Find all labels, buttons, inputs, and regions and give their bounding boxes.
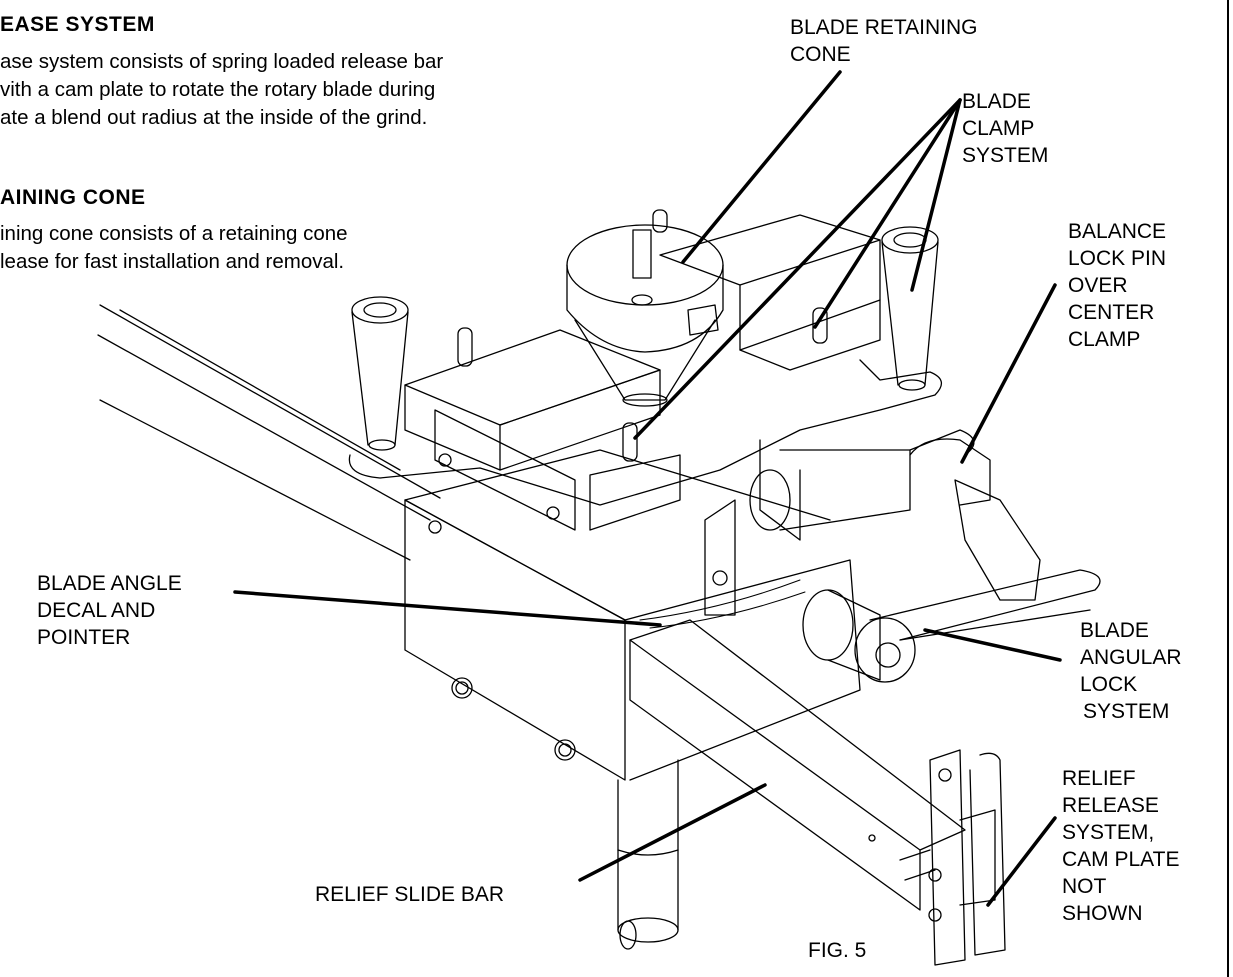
left-clamp-block <box>404 329 681 531</box>
paragraph-line: ining cone consists of a retaining cone <box>0 222 348 245</box>
base-plate <box>348 359 942 506</box>
callout-line: SYSTEM <box>1083 700 1170 723</box>
callout-relief-release-system: RELIEF RELEASE SYSTEM, CAM PLATE NOT SHO… <box>1062 765 1179 927</box>
callout-blade-retaining-cone: BLADE RETAINING CONE <box>790 14 977 68</box>
callout-line: BLADE RETAINING <box>790 16 978 39</box>
callout-relief-slide-bar: RELIEF SLIDE BAR <box>315 881 504 908</box>
callout-line: RELEASE <box>1062 794 1159 817</box>
vertical-post <box>617 759 679 950</box>
leader-retaining-cone <box>681 70 842 264</box>
callout-line: POINTER <box>37 626 131 649</box>
leader-lines <box>233 70 1062 907</box>
paragraph-line: vith a cam plate to rotate the rotary bl… <box>0 78 436 101</box>
rail-lines <box>97 304 441 561</box>
callout-line: SHOWN <box>1062 902 1143 925</box>
callout-line: RELIEF SLIDE BAR <box>315 883 505 906</box>
callout-line: BALANCE <box>1068 220 1167 243</box>
callout-line: CONE <box>790 43 851 66</box>
section-paragraph-retaining-cone: ining cone consists of a retaining cone … <box>0 220 470 276</box>
figure-label: FIG. 5 <box>808 939 867 962</box>
callout-line: ANGULAR <box>1080 646 1182 669</box>
callout-line: CLAMP <box>1068 328 1141 351</box>
leader-slide-bar <box>578 783 767 882</box>
callout-line: CLAMP <box>962 117 1035 140</box>
callout-line: SYSTEM, <box>1062 821 1155 844</box>
leader-clamp-1 <box>813 98 962 329</box>
callout-line: BLADE <box>1080 619 1149 642</box>
callout-line: LOCK <box>1080 673 1138 696</box>
right-handle <box>881 226 939 391</box>
retaining-cone <box>566 224 724 407</box>
callout-line: CAM PLATE <box>1062 848 1180 871</box>
callout-line: BLADE <box>962 90 1031 113</box>
callout-line: RELIEF <box>1062 767 1136 790</box>
leader-clamp-3 <box>910 98 962 292</box>
callout-line: BLADE ANGLE <box>37 572 182 595</box>
callout-blade-clamp-system: BLADE CLAMP SYSTEM <box>962 88 1048 169</box>
leader-relief-release <box>986 816 1057 907</box>
angle-decal <box>639 499 806 629</box>
paragraph-line: ase system consists of spring loaded rel… <box>0 50 444 73</box>
callout-blade-angle-decal: BLADE ANGLE DECAL AND POINTER <box>37 570 182 651</box>
callout-line: LOCK PIN <box>1068 247 1167 270</box>
relief-release-shape <box>899 749 1006 966</box>
relief-slide-bar-shape <box>629 619 966 911</box>
left-handle <box>351 296 409 451</box>
leader-angular-lock <box>923 628 1062 662</box>
callout-line: NOT <box>1062 875 1107 898</box>
section-heading-release: EASE SYSTEM <box>0 13 155 36</box>
callout-blade-angular-lock: BLADE ANGULAR LOCK SYSTEM <box>1080 617 1182 725</box>
callout-balance-lock-pin: BALANCE LOCK PIN OVER CENTER CLAMP <box>1068 218 1166 353</box>
leader-angle-decal <box>233 590 662 627</box>
section-paragraph-release: ase system consists of spring loaded rel… <box>0 48 600 132</box>
paragraph-line: ate a blend out radius at the inside of … <box>0 106 428 129</box>
lower-housing <box>404 449 861 781</box>
leader-clamp-2 <box>633 98 962 440</box>
callout-line: DECAL AND <box>37 599 156 622</box>
callout-line: OVER <box>1068 274 1128 297</box>
angular-lock-shape <box>802 569 1101 683</box>
leader-balance-lock <box>960 283 1057 464</box>
callout-line: CENTER <box>1068 301 1155 324</box>
callout-line: SYSTEM <box>962 144 1049 167</box>
right-clamp-block <box>659 214 881 371</box>
paragraph-line: lease for fast installation and removal. <box>0 250 345 273</box>
clamp-pins <box>457 209 828 462</box>
section-heading-retaining-cone: AINING CONE <box>0 186 146 209</box>
